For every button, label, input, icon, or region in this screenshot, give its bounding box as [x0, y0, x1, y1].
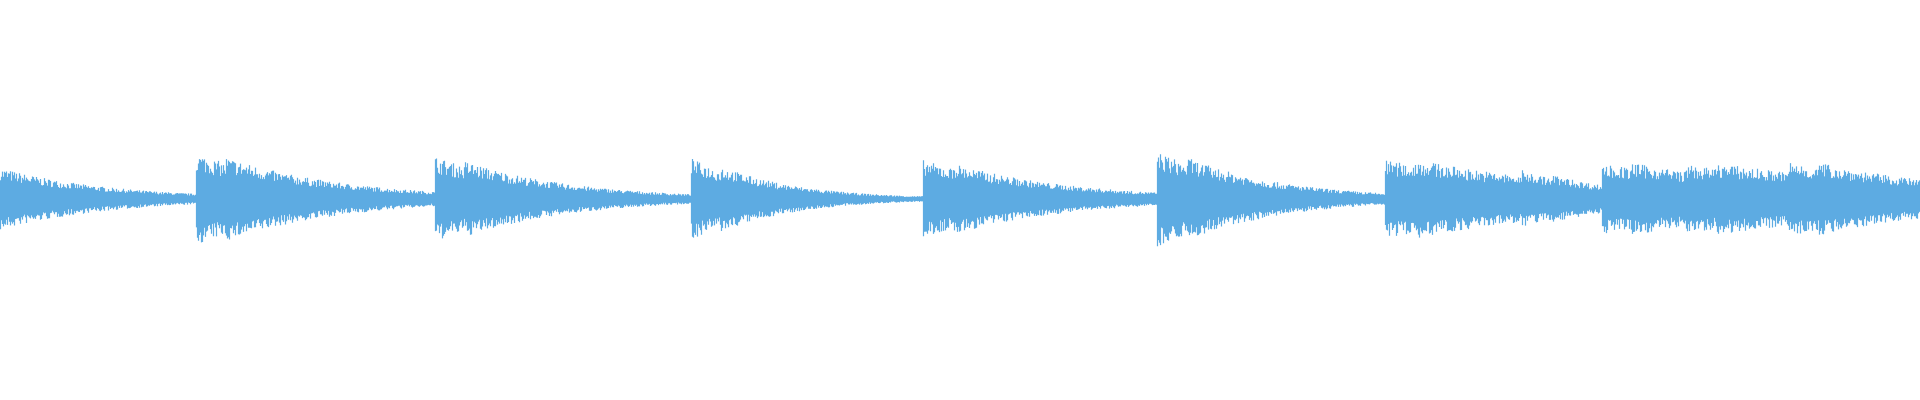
- waveform-path: [0, 154, 1920, 247]
